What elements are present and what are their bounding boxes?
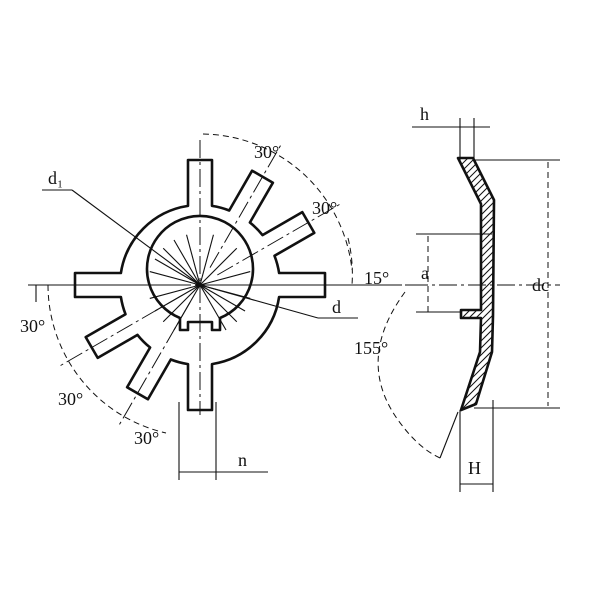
- hatch-line: [440, 81, 510, 151]
- angle-label-top-2: 30°: [312, 198, 337, 218]
- hatch-line: [458, 158, 494, 222]
- hatch-line: [458, 220, 494, 292]
- bore-ray: [186, 234, 201, 286]
- d1-leader: [71, 189, 201, 286]
- hatch-line: [458, 158, 494, 166]
- hatch-line: [458, 353, 494, 410]
- hatch-line: [458, 360, 494, 410]
- angle-label-left-2: 30°: [58, 389, 83, 409]
- bore-ray: [149, 284, 201, 299]
- bore-ray: [199, 271, 251, 286]
- lower-left-angle-arc: [47, 284, 167, 434]
- bore-ray: [154, 284, 201, 312]
- bore-ray: [162, 247, 201, 286]
- d-label: d: [332, 297, 341, 317]
- angle-155-arc: [377, 291, 441, 459]
- tab-centerline: [209, 141, 283, 268]
- angle-label-left-1: 30°: [20, 316, 45, 336]
- d1-label: d₁: [48, 168, 63, 188]
- bore-ray: [199, 234, 214, 286]
- hatch-line: [458, 339, 494, 410]
- hatch-line: [458, 290, 494, 362]
- hatch-line: [440, 25, 510, 95]
- hatch-line: [458, 206, 494, 278]
- bore-ray: [162, 284, 201, 323]
- bore-ray: [199, 284, 238, 323]
- hatch-line: [458, 332, 494, 404]
- angle-label-top-1: 30°: [254, 142, 279, 162]
- bore-ray: [199, 284, 227, 331]
- angle-label-15: 15°: [364, 268, 389, 288]
- dc-label: dc: [532, 275, 549, 295]
- hatch-line: [440, 53, 510, 123]
- hatch-line: [440, 32, 510, 102]
- hatch-line: [440, 74, 510, 144]
- hatch-line: [440, 4, 510, 74]
- bore-ray: [173, 239, 201, 286]
- angle-155-leg: [439, 411, 459, 459]
- hatch-line: [458, 234, 494, 306]
- hatch-line: [440, 11, 510, 81]
- H-label: H: [468, 458, 481, 478]
- a-label: a: [421, 263, 429, 283]
- hatch-line: [458, 158, 494, 208]
- bore-ray: [199, 284, 246, 312]
- hatch-line: [458, 262, 494, 334]
- d-leader: [199, 284, 319, 319]
- hatch-line: [458, 158, 494, 159]
- hatch-line: [458, 199, 494, 271]
- hatch-line: [440, 0, 510, 60]
- hatch-line: [440, 0, 510, 67]
- bore-construction-rays: [149, 234, 251, 331]
- h-label: h: [420, 104, 429, 124]
- hatch-line: [458, 213, 494, 285]
- bore-ray: [199, 247, 238, 286]
- hatch-line: [458, 227, 494, 299]
- hatch-line: [440, 39, 510, 109]
- bore-ray: [173, 284, 201, 331]
- hatch-line: [458, 241, 494, 313]
- hatch-line: [458, 185, 494, 257]
- upper-angle-arc: [202, 133, 353, 271]
- bore-ray: [154, 258, 201, 286]
- tab-centerline: [217, 202, 344, 276]
- hatch-line: [458, 346, 494, 410]
- hatch-line: [440, 46, 510, 116]
- hatch-line: [458, 192, 494, 264]
- hatch-line: [440, 60, 510, 130]
- bore-ray: [149, 271, 201, 286]
- hatch-line: [458, 269, 494, 341]
- angle-label-left-3: 30°: [134, 428, 159, 448]
- hatch-line: [458, 367, 494, 410]
- hatch-line: [458, 248, 494, 320]
- hatch-line: [458, 158, 494, 201]
- front-view: d₁ d n 30° 30° 15° 30° 30° 30°: [20, 133, 410, 480]
- section-view: h a dc H 155°: [354, 0, 560, 492]
- hatch-line: [440, 18, 510, 88]
- hatch-line: [458, 158, 494, 215]
- n-label: n: [238, 450, 247, 470]
- hatch-line: [458, 276, 494, 348]
- angle-label-155: 155°: [354, 338, 388, 358]
- right-angle-arc: [347, 237, 353, 286]
- hatch-line: [458, 297, 494, 369]
